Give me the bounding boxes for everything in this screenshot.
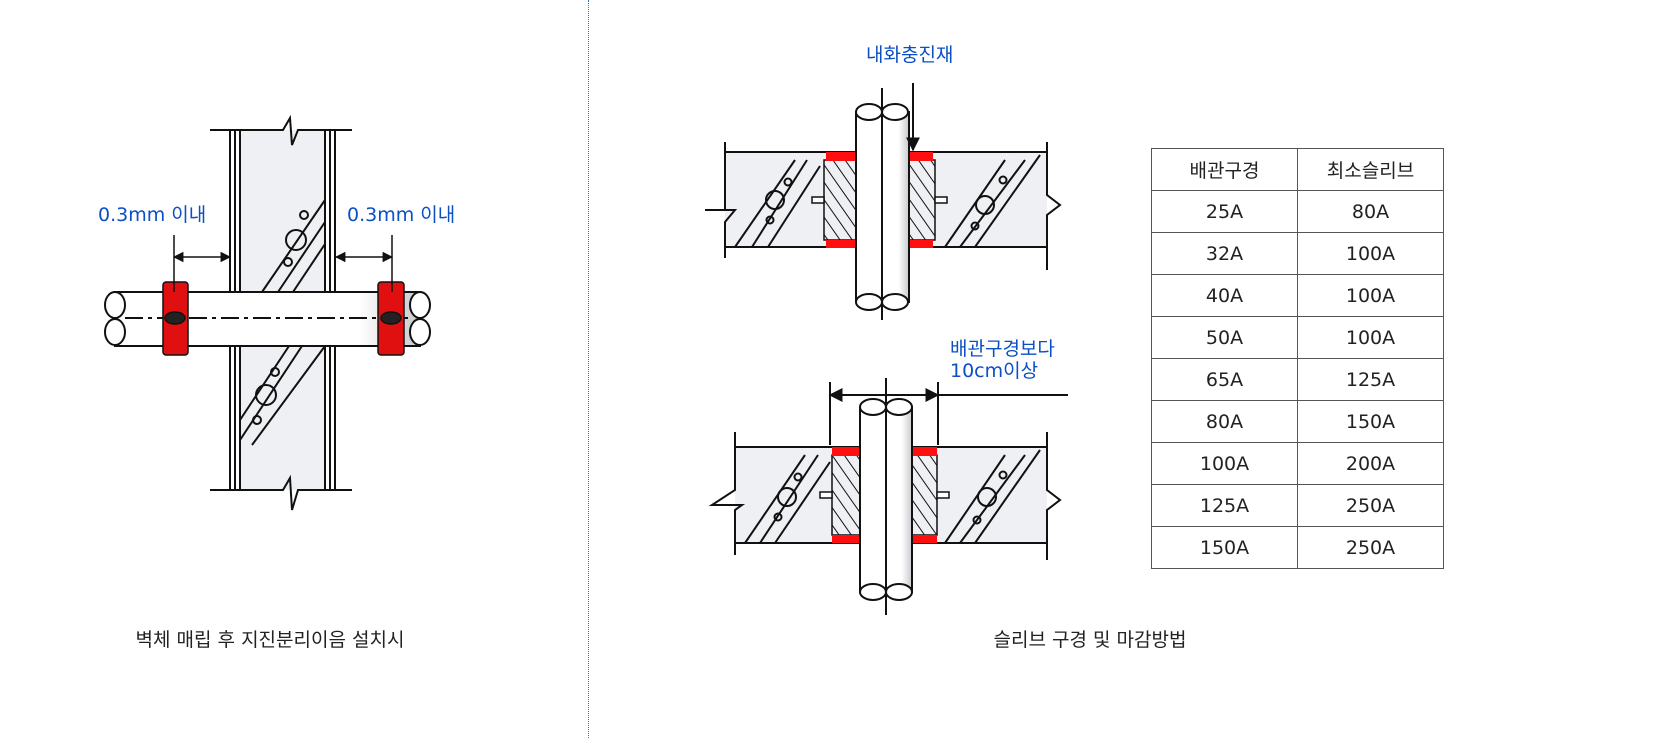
cell: 100A	[1297, 232, 1444, 275]
cell: 250A	[1297, 526, 1444, 569]
cell: 40A	[1151, 274, 1298, 317]
dimension-label-left: 0.3mm 이내	[98, 204, 207, 226]
caption-right: 슬리브 구경 및 마감방법	[993, 629, 1187, 651]
panel-divider	[588, 0, 589, 738]
cell: 125A	[1151, 484, 1298, 527]
cell: 80A	[1297, 190, 1444, 233]
filler-label: 내화충진재	[866, 44, 954, 66]
pipe-vertical-top	[855, 83, 920, 320]
caption-left: 벽체 매립 후 지진분리이음 설치시	[135, 629, 405, 651]
pipe-vertical-bottom	[828, 378, 1068, 615]
table-header-row: 배관구경 최소슬리브	[1151, 148, 1444, 191]
cell: 100A	[1151, 442, 1298, 485]
dimension-lines-left	[172, 235, 394, 292]
sleeve-bottom	[819, 454, 950, 536]
cell: 100A	[1297, 316, 1444, 359]
cell: 25A	[1151, 190, 1298, 233]
sleeve-note: 배관구경보다 10cm이상	[950, 338, 1055, 382]
cell: 65A	[1151, 358, 1298, 401]
cell: 80A	[1151, 400, 1298, 443]
sleeve-note-line1: 배관구경보다	[950, 338, 1055, 360]
cell: 150A	[1297, 400, 1444, 443]
cell: 200A	[1297, 442, 1444, 485]
fire-stop-top	[826, 152, 933, 248]
seismic-coupling-right	[377, 281, 405, 356]
cell: 150A	[1151, 526, 1298, 569]
fire-stop-bottom	[832, 447, 937, 543]
cell: 50A	[1151, 316, 1298, 359]
seismic-coupling-left	[162, 281, 189, 356]
cell: 125A	[1297, 358, 1444, 401]
cell: 250A	[1297, 484, 1444, 527]
sleeve-note-line2: 10cm이상	[950, 360, 1039, 382]
header-pipe-diameter: 배관구경	[1151, 148, 1298, 191]
header-min-sleeve: 최소슬리브	[1297, 148, 1444, 191]
cell: 100A	[1297, 274, 1444, 317]
dimension-label-right: 0.3mm 이내	[347, 204, 456, 226]
cell: 32A	[1151, 232, 1298, 275]
